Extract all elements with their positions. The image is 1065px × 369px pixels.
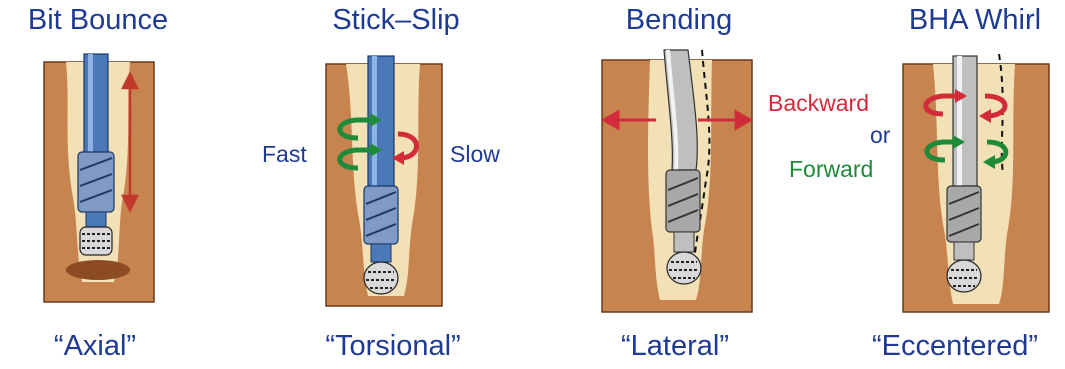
drill-pipe bbox=[84, 54, 108, 154]
bit-icon bbox=[80, 227, 112, 255]
drill-pipe bbox=[953, 56, 977, 186]
panel-caption-torsional: “Torsional” bbox=[288, 330, 498, 363]
panel-title-bha-whirl: BHA Whirl bbox=[880, 4, 1065, 37]
panel-title-bit-bounce: Bit Bounce bbox=[8, 4, 188, 37]
panel-title-bending: Bending bbox=[594, 4, 764, 37]
bending-diagram bbox=[602, 60, 752, 312]
label-forward: Forward bbox=[789, 156, 873, 183]
bit-bounce-diagram bbox=[44, 62, 154, 302]
panel-caption-axial: “Axial” bbox=[0, 330, 190, 363]
label-or: or bbox=[870, 122, 890, 149]
bha-whirl-diagram bbox=[903, 64, 1049, 312]
bit-icon bbox=[947, 260, 981, 292]
stabilizer bbox=[78, 152, 114, 212]
panel-caption-lateral: “Lateral” bbox=[580, 330, 770, 363]
label-fast: Fast bbox=[262, 141, 307, 168]
bit-crater bbox=[66, 260, 130, 280]
bit-icon bbox=[364, 262, 398, 294]
label-slow: Slow bbox=[450, 141, 500, 168]
stick-slip-diagram bbox=[326, 64, 442, 306]
label-backward: Backward bbox=[768, 90, 869, 117]
bit-icon bbox=[667, 252, 701, 284]
panel-title-stick-slip: Stick–Slip bbox=[296, 4, 496, 37]
panel-caption-eccentered: “Eccentered” bbox=[850, 330, 1060, 363]
